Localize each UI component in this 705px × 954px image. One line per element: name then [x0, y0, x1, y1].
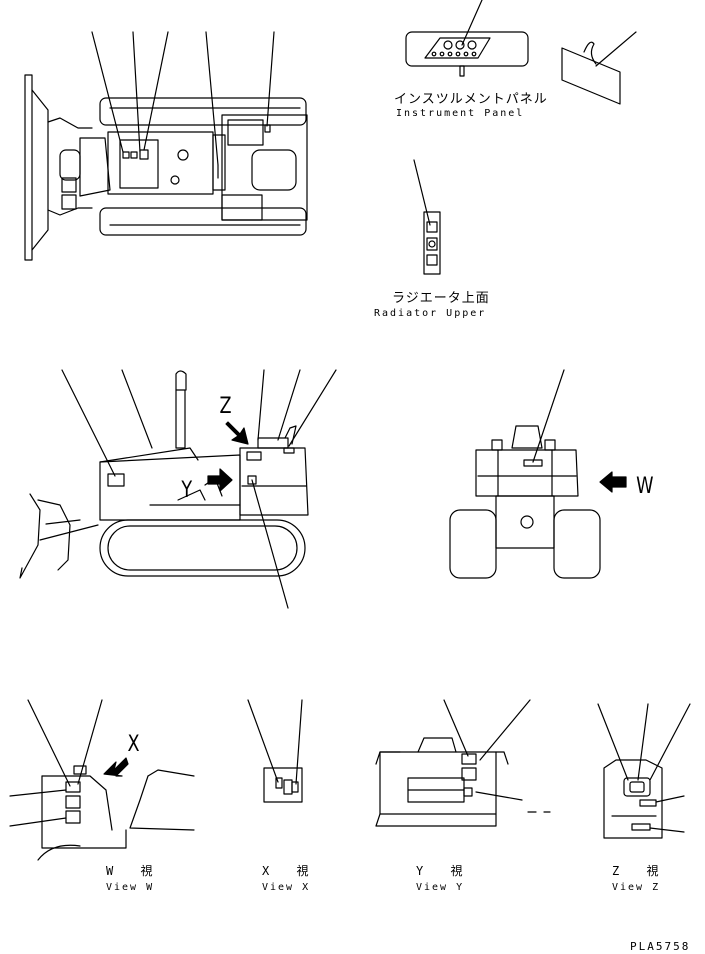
- rear-view-dozer: [449, 369, 627, 579]
- view-x-label-en: View X: [262, 882, 311, 893]
- instrument-panel-label-en: Instrument Panel: [396, 108, 525, 119]
- view-w-label-en: View W: [106, 882, 155, 893]
- radiator-upper-detail: [413, 159, 441, 275]
- view-y-label-en: View Y: [416, 882, 465, 893]
- radiator-upper-label-jp: ラジエータ上面: [392, 291, 490, 306]
- view-y-detail: [375, 699, 551, 827]
- view-x-detail: [247, 699, 303, 803]
- arrow-y-letter: Y: [181, 478, 193, 503]
- arrow-x-letter: X: [127, 732, 140, 757]
- drawing-code: PLA5758: [630, 940, 691, 953]
- arrow-z: [225, 421, 249, 445]
- top-view-dozer: [24, 31, 308, 261]
- side-view-dozer: [19, 369, 337, 609]
- view-z-label-en: View Z: [612, 882, 661, 893]
- arrow-z-letter: Z: [219, 394, 232, 419]
- view-w-detail: [9, 699, 195, 861]
- instrument-panel-label-jp: インスツルメントパネル: [394, 92, 548, 107]
- view-z-detail: [597, 703, 691, 839]
- view-x-label-jp: X 視: [262, 864, 319, 878]
- arrow-w-letter: W: [636, 474, 654, 499]
- arrow-y: [207, 468, 233, 492]
- view-y-label-jp: Y 視: [416, 864, 473, 878]
- radiator-upper-label-en: Radiator Upper: [374, 308, 487, 319]
- view-w-label-jp: W 視: [106, 864, 163, 878]
- instrument-panel-detail: [405, 0, 529, 77]
- view-z-label-jp: Z 視: [612, 864, 669, 878]
- loose-decal-card: [561, 31, 637, 105]
